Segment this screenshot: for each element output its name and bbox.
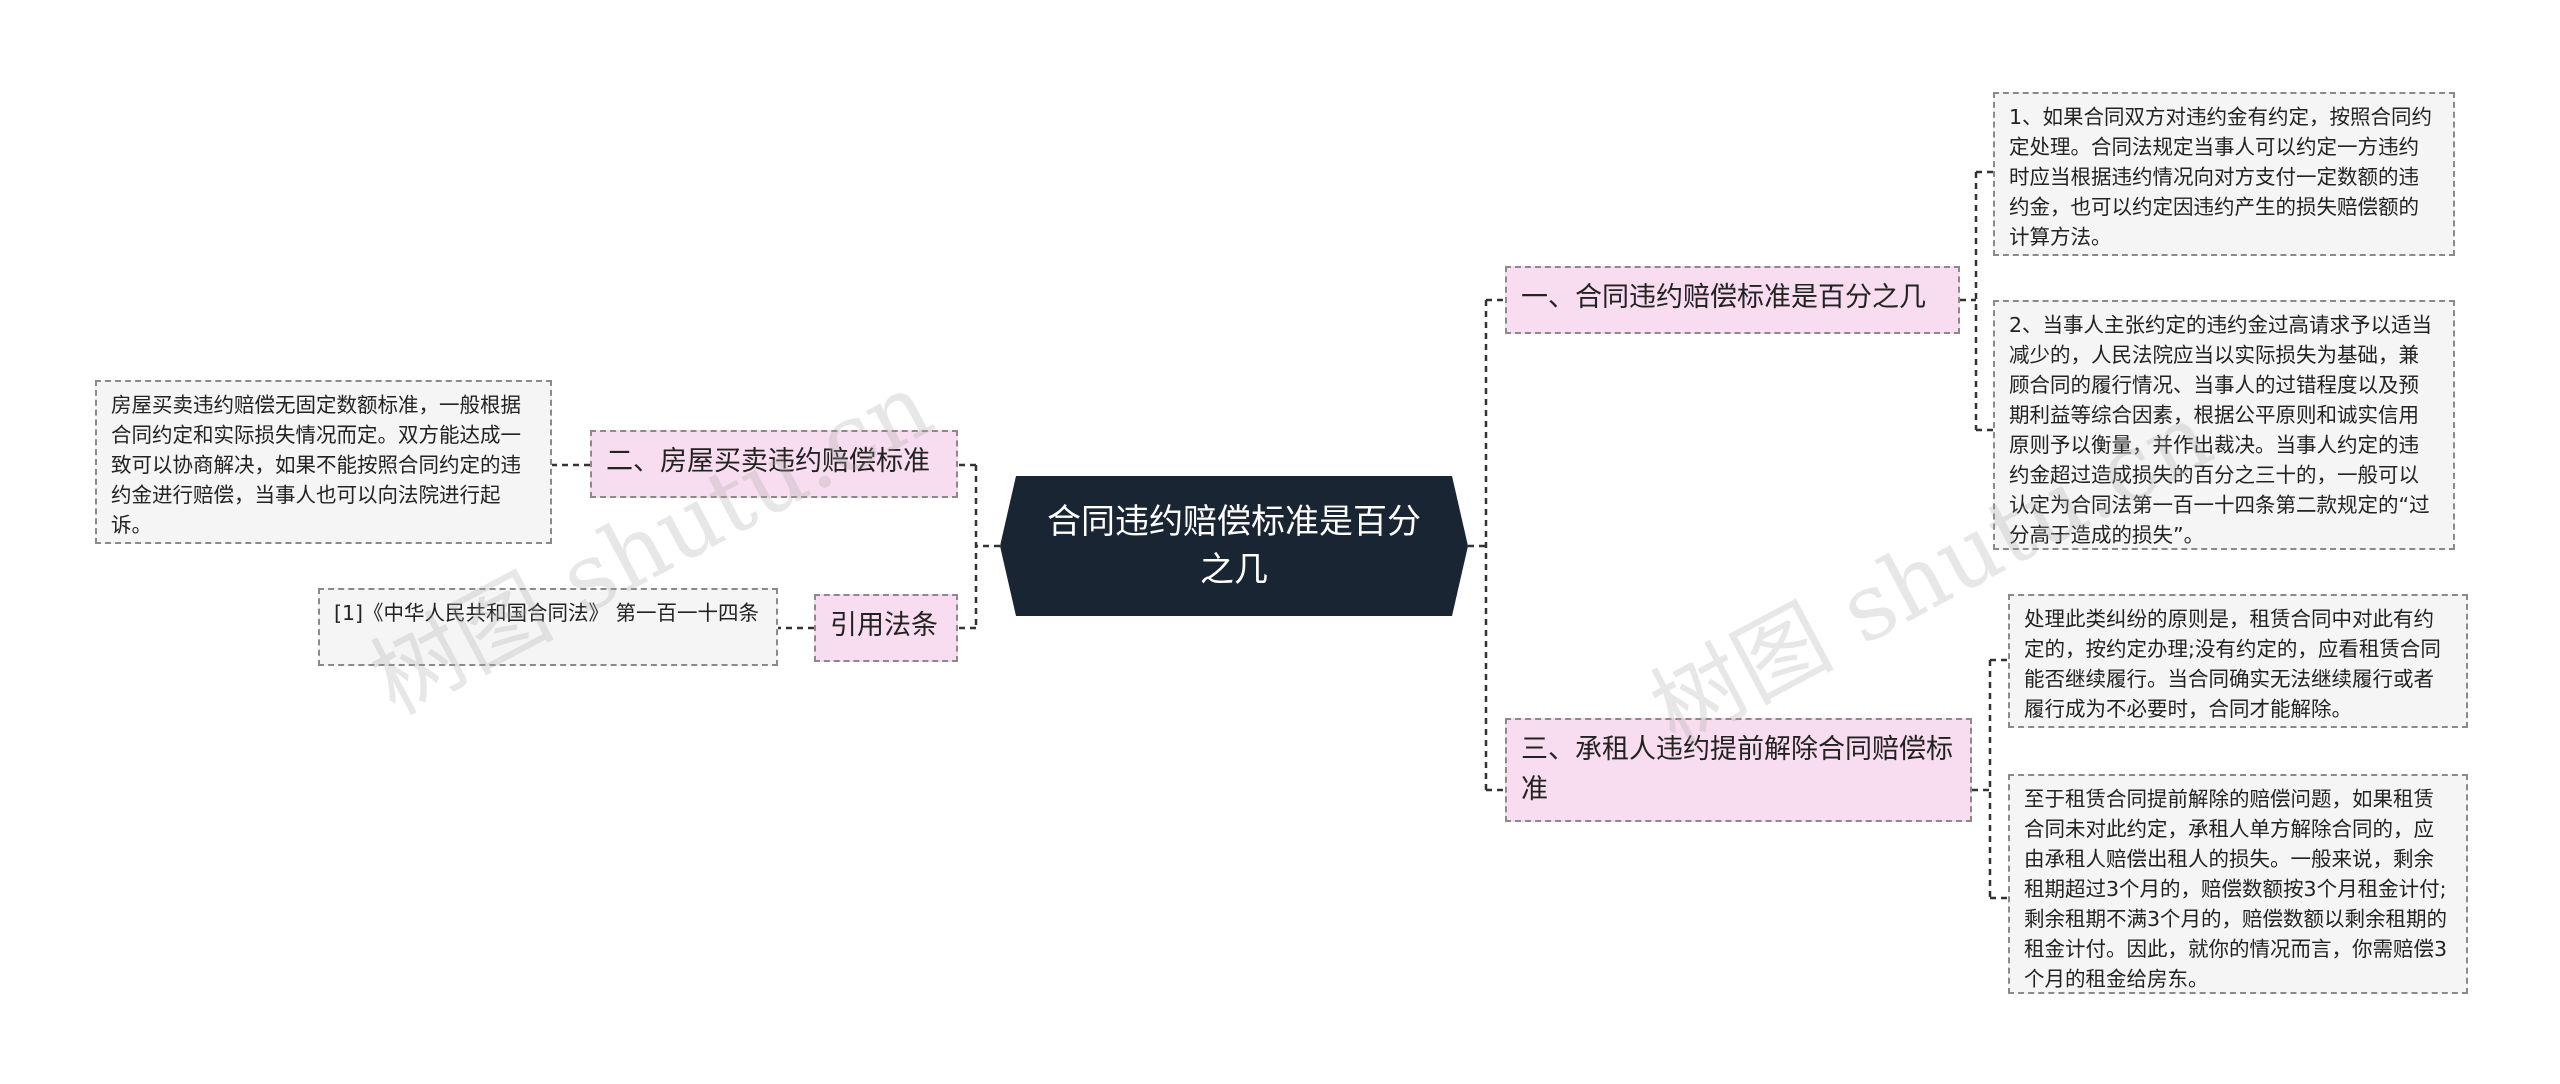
branch-node-1[interactable]: 一、合同违约赔偿标准是百分之几 — [1505, 266, 1960, 334]
branch-node-3[interactable]: 三、承租人违约提前解除合同赔偿标准 — [1505, 718, 1972, 822]
leaf-text-3: 房屋买卖违约赔偿无固定数额标准，一般根据合同约定和实际损失情况而定。双方能达成一… — [111, 393, 521, 537]
branch-label-3: 三、承租人违约提前解除合同赔偿标准 — [1521, 734, 1953, 805]
leaf-node-4[interactable]: [1]《中华人民共和国合同法》 第一百一十四条 — [318, 588, 778, 666]
leaf-node-3[interactable]: 房屋买卖违约赔偿无固定数额标准，一般根据合同约定和实际损失情况而定。双方能达成一… — [95, 380, 552, 544]
branch-label-1: 一、合同违约赔偿标准是百分之几 — [1521, 282, 1926, 313]
branch-node-4[interactable]: 引用法条 — [814, 594, 958, 662]
root-label: 合同违约赔偿标准是百分之几 — [1047, 502, 1421, 590]
leaf-text-6: 至于租赁合同提前解除的赔偿问题，如果租赁合同未对此约定，承租人单方解除合同的，应… — [2024, 787, 2448, 991]
branch-label-2: 二、房屋买卖违约赔偿标准 — [606, 446, 930, 477]
leaf-node-2[interactable]: 2、当事人主张约定的违约金过高请求予以适当减少的，人民法院应当以实际损失为基础，… — [1993, 300, 2455, 550]
root-node[interactable]: 合同违约赔偿标准是百分之几 — [1000, 476, 1468, 616]
leaf-text-5: 处理此类纠纷的原则是，租赁合同中对此有约定的，按约定办理;没有约定的，应看租赁合… — [2024, 607, 2441, 721]
leaf-node-6[interactable]: 至于租赁合同提前解除的赔偿问题，如果租赁合同未对此约定，承租人单方解除合同的，应… — [2008, 774, 2468, 994]
leaf-text-2: 2、当事人主张约定的违约金过高请求予以适当减少的，人民法院应当以实际损失为基础，… — [2009, 313, 2433, 547]
leaf-node-1[interactable]: 1、如果合同双方对违约金有约定，按照合同约定处理。合同法规定当事人可以约定一方违… — [1993, 92, 2455, 256]
leaf-text-1: 1、如果合同双方对违约金有约定，按照合同约定处理。合同法规定当事人可以约定一方违… — [2009, 105, 2433, 249]
leaf-node-5[interactable]: 处理此类纠纷的原则是，租赁合同中对此有约定的，按约定办理;没有约定的，应看租赁合… — [2008, 594, 2468, 728]
branch-label-4: 引用法条 — [830, 610, 938, 641]
leaf-text-4: [1]《中华人民共和国合同法》 第一百一十四条 — [334, 601, 760, 625]
branch-node-2[interactable]: 二、房屋买卖违约赔偿标准 — [590, 430, 958, 498]
